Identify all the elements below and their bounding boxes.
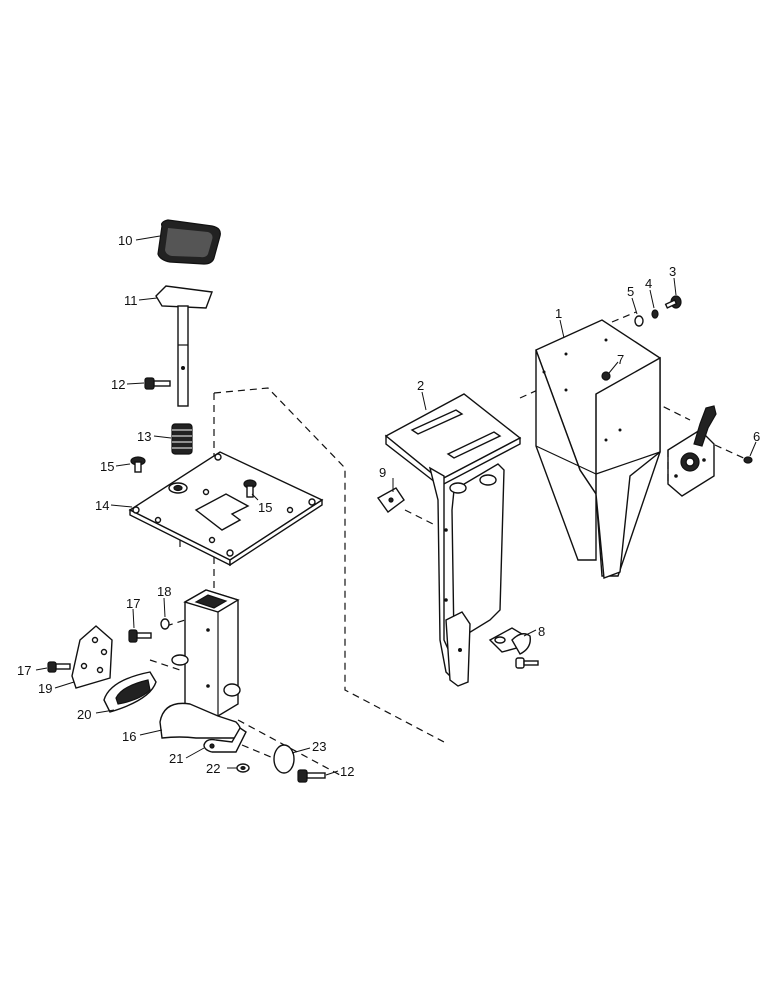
part-1-console-housing (535, 319, 661, 579)
part-16-pedal-arm (159, 589, 242, 739)
part-17-bolt-lower (47, 661, 71, 673)
part-19-bracket-plate (71, 625, 113, 689)
label-part-18: 18 (157, 584, 171, 599)
part-14-base-plate (128, 451, 324, 567)
label-part-3: 3 (669, 264, 676, 279)
part-13-spring (171, 423, 193, 455)
label-part-22: 22 (206, 761, 220, 776)
part-11-pedal-plate (155, 285, 213, 407)
part-6-screw (743, 456, 753, 464)
part-21-bracket (203, 727, 247, 753)
label-part-16: 16 (122, 729, 136, 744)
part-12-bolt-lower (297, 769, 326, 783)
part-18-washer (160, 618, 170, 630)
label-part-5: 5 (627, 284, 634, 299)
part-10-pedal-pad (157, 219, 221, 265)
label-part-10: 10 (118, 233, 132, 248)
label-part-14: 14 (95, 498, 109, 513)
label-part-9: 9 (379, 465, 386, 480)
label-part-15-left: 15 (100, 459, 114, 474)
part-12-bolt-upper (144, 377, 171, 390)
label-part-17-upper: 17 (126, 596, 140, 611)
label-part-17-lower: 17 (17, 663, 31, 678)
part-15-screw-right (243, 479, 257, 498)
part-17-bolt-upper (128, 629, 152, 643)
label-part-4: 4 (645, 276, 652, 291)
part-6-control-lever (667, 405, 717, 497)
label-part-20: 20 (77, 707, 91, 722)
part-8-hinge-bracket (488, 627, 539, 669)
part-number-labels: 10 11 12 13 15 14 15 17 18 17 19 20 16 2… (17, 233, 760, 779)
leader-lines (35, 235, 757, 776)
part-23-disc (273, 744, 295, 774)
label-part-6: 6 (753, 429, 760, 444)
part-4-lock-washer (651, 309, 659, 319)
label-part-19: 19 (38, 681, 52, 696)
label-part-12-lower: 12 (340, 764, 354, 779)
part-5-washer (634, 315, 644, 327)
part-20-shoe-plate (103, 671, 157, 713)
label-part-8: 8 (538, 624, 545, 639)
label-part-7: 7 (617, 352, 624, 367)
label-part-11: 11 (124, 293, 138, 308)
label-part-13: 13 (137, 429, 151, 444)
label-part-1: 1 (555, 306, 562, 321)
part-15-screw-left (130, 456, 146, 473)
label-part-23: 23 (312, 739, 326, 754)
label-part-21: 21 (169, 751, 183, 766)
label-part-2: 2 (417, 378, 424, 393)
label-part-12-upper: 12 (111, 377, 125, 392)
label-part-15-right: 15 (258, 500, 272, 515)
part-22-nut (236, 763, 250, 773)
part-3-screw (664, 295, 682, 309)
part-2-support-bracket (384, 393, 522, 687)
part-9-clip (376, 487, 405, 513)
